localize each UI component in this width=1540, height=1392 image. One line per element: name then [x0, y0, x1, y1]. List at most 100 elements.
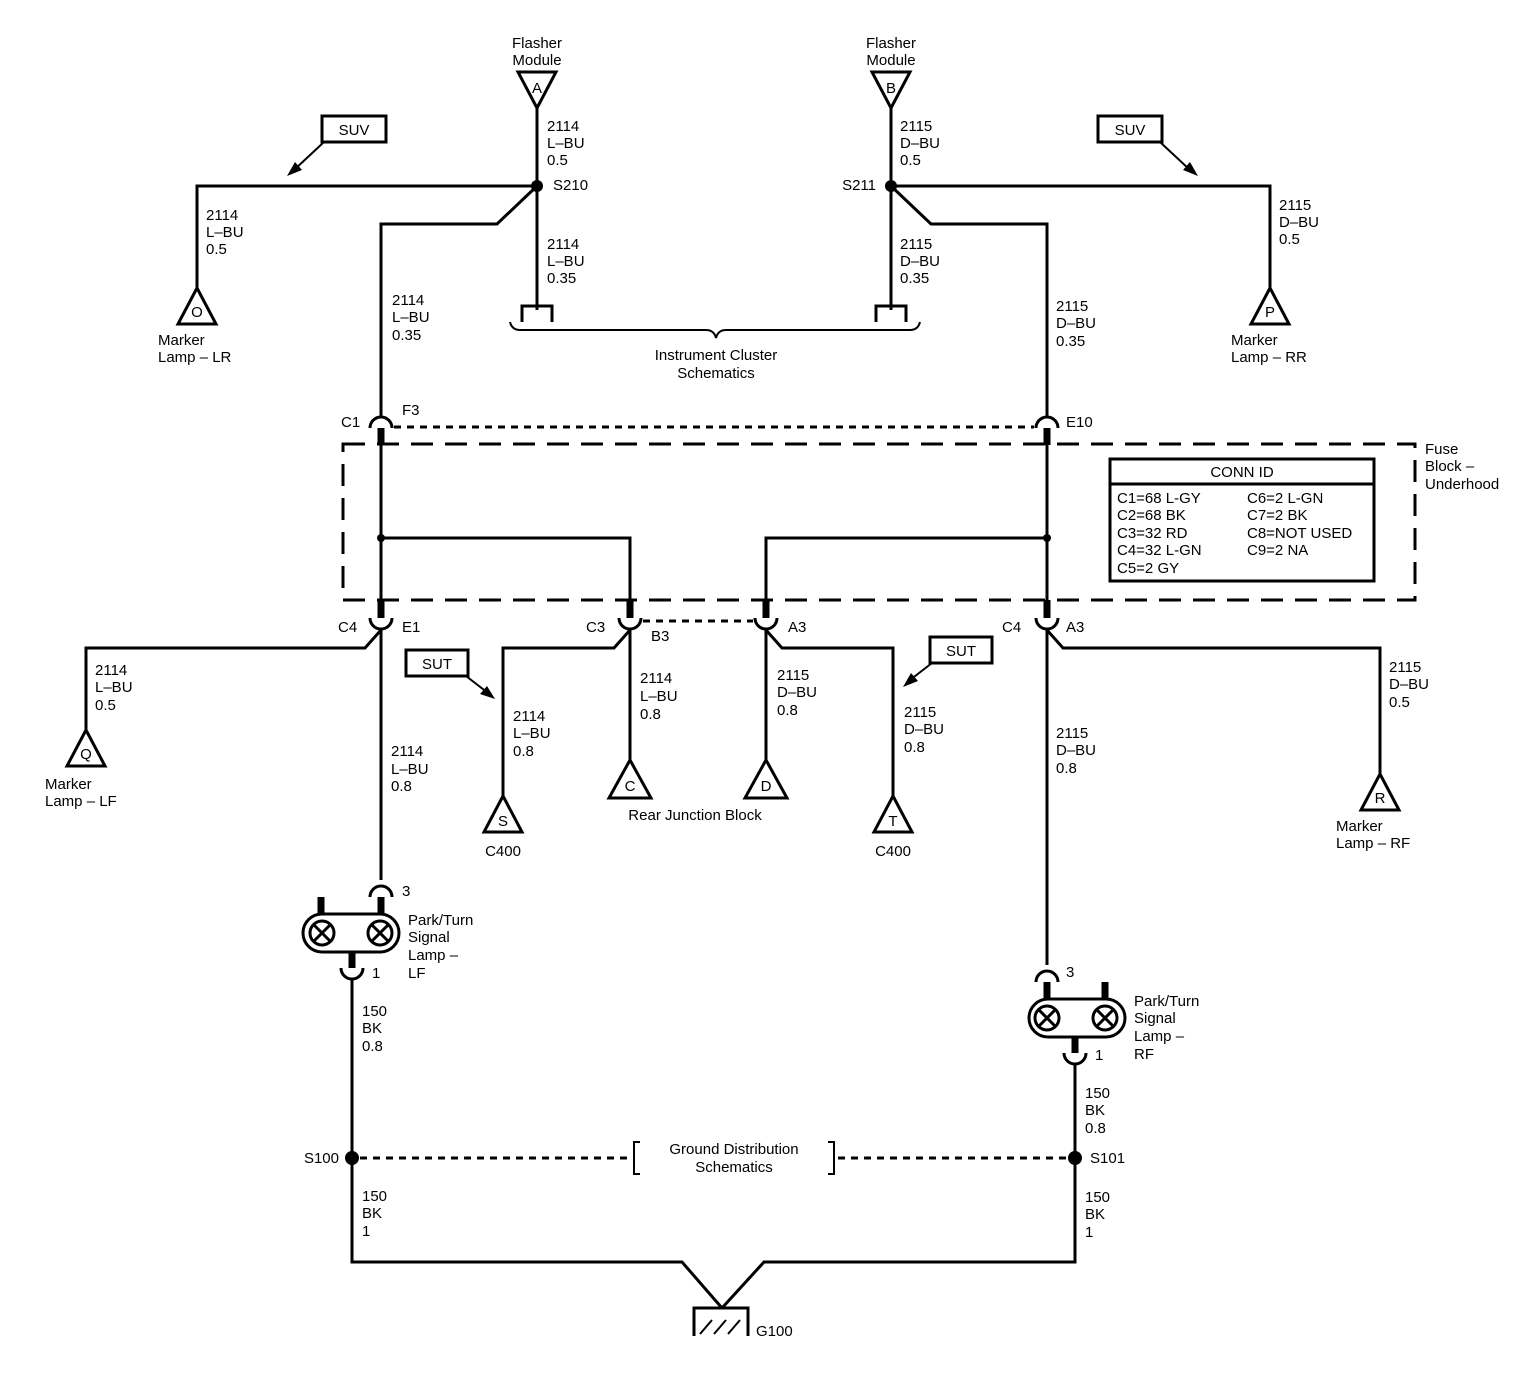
svg-text:C400: C400 [875, 843, 911, 860]
splice-s211-label: S211 [842, 177, 876, 194]
svg-text:L–BU: L–BU [513, 725, 551, 742]
svg-text:Instrument Cluster: Instrument Cluster [655, 347, 778, 364]
svg-text:BK: BK [1085, 1102, 1105, 1119]
svg-text:2114: 2114 [547, 236, 579, 253]
wire-label-w19: 150 BK 1 [362, 1188, 387, 1240]
splice-s101-label: S101 [1090, 1150, 1125, 1167]
splice-s101 [1068, 1151, 1082, 1165]
ground-distribution-ref: Ground Distribution Schematics [633, 1141, 835, 1176]
svg-text:2115: 2115 [777, 667, 809, 684]
svg-text:0.35: 0.35 [547, 270, 576, 287]
wire-label-w3: 2114 L–BU 0.5 [206, 207, 244, 258]
flasher-a-title: Flasher [512, 35, 562, 52]
wire-label-w2: 2115 D–BU 0.5 [900, 118, 940, 169]
svg-text:O: O [191, 304, 203, 321]
conn-c1-label: C1 [341, 414, 360, 431]
svg-text:0.5: 0.5 [900, 152, 921, 169]
svg-text:Lamp – RF: Lamp – RF [1336, 835, 1410, 852]
lamp-rf-body [1027, 997, 1127, 1039]
svg-text:0.35: 0.35 [900, 270, 929, 287]
wire-label-w15: 2115 D–BU 0.8 [1056, 725, 1096, 777]
svg-text:L–BU: L–BU [95, 679, 133, 696]
svg-text:150: 150 [1085, 1189, 1110, 1206]
svg-text:Lamp – RR: Lamp – RR [1231, 349, 1307, 366]
wire-label-w16: 2115 D–BU 0.5 [1389, 659, 1429, 711]
svg-text:0.8: 0.8 [640, 706, 661, 723]
conn-id-title: CONN ID [1210, 464, 1274, 481]
option-sut-left: SUT [404, 648, 495, 699]
svg-text:D–BU: D–BU [1056, 315, 1096, 332]
wire-label-w14: 2114 L–BU 0.8 [391, 743, 429, 795]
suv-right-label: SUV [1115, 122, 1146, 139]
pin-a3-right-label: A3 [1066, 619, 1084, 636]
flasher-a-terminal [515, 70, 559, 112]
terminal-d: D [742, 756, 790, 800]
bulb-icon [312, 923, 332, 943]
marker-lf-terminal [64, 726, 108, 768]
suv-right-arrow-icon [1183, 162, 1198, 176]
svg-text:2114: 2114 [547, 118, 579, 135]
svg-text:D–BU: D–BU [777, 684, 817, 701]
svg-text:2114: 2114 [640, 670, 672, 687]
svg-text:0.5: 0.5 [206, 241, 227, 258]
svg-text:2115: 2115 [900, 236, 932, 253]
bulb-icon [370, 923, 390, 943]
svg-text:D–BU: D–BU [1056, 742, 1096, 759]
svg-text:Marker: Marker [158, 332, 205, 349]
terminal-s: S C400 [481, 792, 525, 860]
wire-label-w4: 2114 L–BU 0.35 [547, 236, 585, 287]
lamp-lf-body [301, 912, 401, 954]
connector-c1 [368, 415, 1060, 445]
svg-text:0.8: 0.8 [362, 1038, 383, 1055]
svg-text:RF: RF [1134, 1046, 1154, 1063]
instrument-cluster-ref: Instrument Cluster Schematics [509, 304, 921, 382]
svg-text:Marker: Marker [1336, 818, 1383, 835]
svg-text:D–BU: D–BU [1279, 214, 1319, 231]
svg-text:0.35: 0.35 [1056, 333, 1085, 350]
marker-lamp-lf: Q Marker Lamp – LF [45, 726, 117, 810]
conn-id-table: CONN ID C1=68 L-GY C2=68 BK C3=32 RD C4=… [1108, 457, 1376, 583]
wire-label-w5: 2114 L–BU 0.35 [392, 292, 430, 344]
ground-label: G100 [756, 1323, 793, 1340]
svg-text:0.5: 0.5 [547, 152, 568, 169]
svg-text:150: 150 [362, 1003, 387, 1020]
flasher-a-pin: A [532, 80, 542, 97]
wire-label-w6: 2115 D–BU 0.35 [900, 236, 940, 287]
svg-text:T: T [888, 813, 897, 830]
svg-text:0.5: 0.5 [95, 697, 116, 714]
cluster-conn-left [520, 304, 554, 322]
conn-c4-left-label: C4 [338, 619, 357, 636]
svg-text:C: C [625, 778, 636, 795]
sut-left-arrow-icon [480, 686, 495, 699]
svg-text:Marker: Marker [1231, 332, 1278, 349]
park-turn-lamp-lf: 3 1 Park/Turn Signal Lamp – LF [301, 883, 473, 982]
wire-to-marker-rr [891, 184, 1272, 290]
svg-text:2115: 2115 [1389, 659, 1421, 676]
wire-label-w12: 2115 D–BU 0.8 [777, 667, 817, 719]
svg-text:C8=NOT USED: C8=NOT USED [1247, 525, 1352, 542]
svg-text:2114: 2114 [513, 708, 545, 725]
svg-text:3: 3 [402, 883, 410, 900]
conn-c3-label: C3 [586, 619, 605, 636]
lower-wiring [84, 629, 1382, 965]
svg-text:Signal: Signal [1134, 1010, 1176, 1027]
svg-text:L–BU: L–BU [640, 688, 678, 705]
ground-wiring [345, 980, 1082, 1310]
flasher-b-terminal [869, 70, 913, 112]
splice-s100-label: S100 [304, 1150, 339, 1167]
suv-left-label: SUV [339, 122, 370, 139]
svg-text:0.5: 0.5 [1279, 231, 1300, 248]
svg-text:L–BU: L–BU [392, 309, 430, 326]
svg-text:L–BU: L–BU [547, 253, 585, 270]
suv-left-arrow-icon [287, 162, 302, 176]
svg-text:0.8: 0.8 [1085, 1120, 1106, 1137]
svg-text:0.35: 0.35 [392, 327, 421, 344]
svg-text:0.5: 0.5 [1389, 694, 1410, 711]
sut-left-label: SUT [422, 656, 452, 673]
svg-text:C7=2 BK: C7=2 BK [1247, 507, 1307, 524]
svg-text:D–BU: D–BU [900, 253, 940, 270]
bulb-icon [1037, 1008, 1057, 1028]
svg-text:C9=2 NA: C9=2 NA [1247, 542, 1308, 559]
svg-text:D–BU: D–BU [904, 721, 944, 738]
